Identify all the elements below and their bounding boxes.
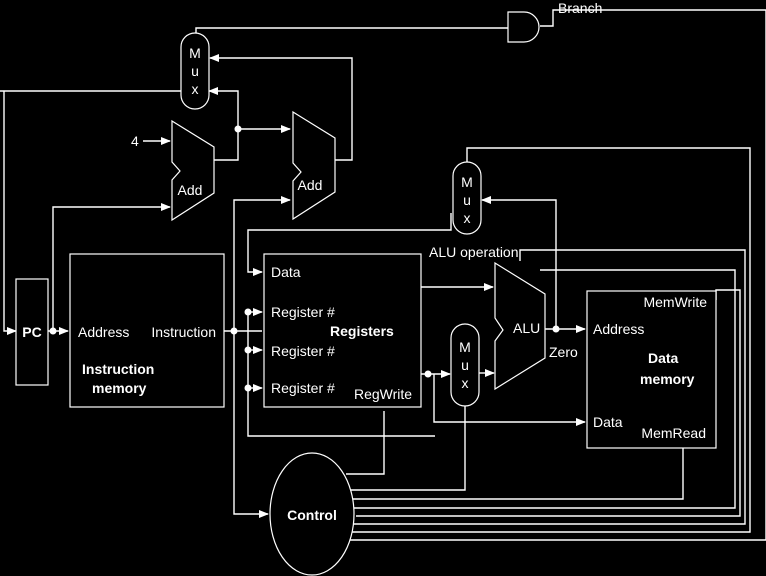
pc-mux: M u x (180, 32, 210, 110)
svg-text:x: x (464, 210, 471, 226)
control-unit: Control (269, 452, 355, 576)
junction-dots (49, 125, 560, 392)
alu: ALU operation ALU Zero (429, 244, 578, 391)
svg-text:MemWrite: MemWrite (643, 294, 707, 310)
mem-to-reg-mux: M u x (452, 161, 482, 235)
svg-text:Add: Add (298, 177, 323, 193)
svg-text:x: x (462, 375, 469, 391)
svg-text:MemRead: MemRead (641, 425, 706, 441)
svg-text:memory: memory (640, 371, 695, 387)
wires (0, 9, 766, 541)
svg-text:u: u (461, 357, 469, 373)
alu-src-mux: M u x (450, 323, 480, 407)
register-file: Data Register # Register # Register # Re… (263, 253, 422, 408)
svg-text:PC: PC (22, 324, 41, 340)
svg-text:Address: Address (593, 321, 644, 337)
zero-label: Zero (549, 344, 578, 360)
svg-text:Data: Data (593, 414, 623, 430)
svg-text:Control: Control (287, 507, 337, 523)
svg-text:Register #: Register # (271, 380, 335, 396)
im-address-label: Address (78, 324, 129, 340)
svg-text:M: M (459, 339, 471, 355)
branch-adder: Add (292, 110, 336, 221)
svg-text:M: M (461, 174, 473, 190)
svg-text:u: u (463, 192, 471, 208)
branch-and-gate: Branch (507, 0, 602, 43)
svg-text:M: M (189, 45, 201, 61)
svg-text:x: x (192, 81, 199, 97)
svg-text:Data: Data (271, 264, 301, 280)
regwrite-label: RegWrite (354, 386, 412, 402)
constant-four: 4 (131, 133, 139, 149)
pc-register: PC (15, 278, 49, 386)
im-instruction-label: Instruction (151, 324, 216, 340)
alu-operation-label: ALU operation (429, 244, 519, 260)
svg-text:Register #: Register # (271, 304, 335, 320)
branch-label: Branch (558, 0, 602, 16)
data-memory: MemWrite Address Data memory Data MemRea… (586, 290, 717, 449)
svg-text:Data: Data (648, 350, 679, 366)
svg-text:Add: Add (178, 182, 203, 198)
registers-title: Registers (330, 323, 394, 339)
pc-adder: Add 4 (131, 119, 215, 222)
svg-text:Instruction: Instruction (82, 361, 154, 377)
svg-text:u: u (191, 63, 199, 79)
svg-text:ALU: ALU (513, 320, 540, 336)
svg-text:Register #: Register # (271, 343, 335, 359)
svg-text:memory: memory (92, 380, 147, 396)
instruction-memory: Address Instruction Instruction memory (69, 253, 225, 408)
